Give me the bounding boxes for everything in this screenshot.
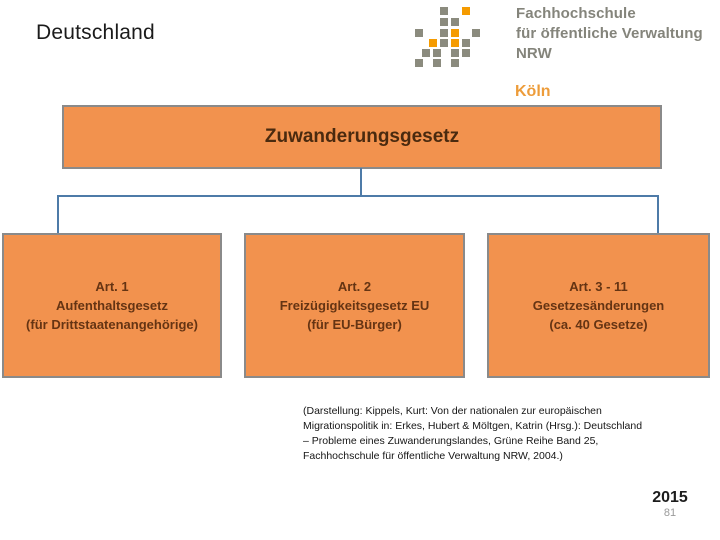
child-box-line: Gesetzesänderungen [532, 298, 665, 313]
connector-right-drop [657, 195, 659, 233]
logo-square [462, 39, 470, 47]
logo-institution-line: für öffentliche Verwaltung [516, 25, 703, 42]
logo-square [422, 49, 430, 57]
child-box-line: (für EU-Bürger) [307, 317, 402, 332]
logo-square [440, 29, 448, 37]
connector-left-drop [57, 195, 59, 233]
logo-square [451, 39, 459, 47]
logo-institution-name: Fachhochschule für öffentliche Verwaltun… [516, 4, 703, 64]
diagram-root-box: Zuwanderungsgesetz [62, 105, 662, 169]
logo-square [451, 49, 459, 57]
logo-square [429, 39, 437, 47]
citation-text: (Darstellung: Kippels, Kurt: Von der nat… [303, 404, 683, 464]
child-box-line: Art. 2 [337, 279, 372, 294]
citation-line: – Probleme eines Zuwanderungslandes, Grü… [303, 435, 599, 447]
child-box-line: Art. 1 [95, 279, 129, 294]
child-box-line: (für Drittstaatenangehörige) [26, 317, 198, 332]
connector-root-stub [360, 168, 362, 197]
logo-square [451, 29, 459, 37]
logo-square [415, 29, 423, 37]
logo-institution-line: NRW [516, 45, 552, 62]
footer-page-number: 81 [663, 507, 677, 519]
logo-square [462, 7, 470, 15]
logo-square [415, 59, 423, 67]
logo-square [440, 18, 448, 26]
diagram-child-box-art2: Art. 2 Freizügigkeitsgesetz EU (für EU-B… [244, 233, 465, 378]
logo-square [451, 18, 459, 26]
logo-square [472, 29, 480, 37]
page-title: Deutschland [36, 21, 155, 44]
child-box-line: Art. 3 - 11 [569, 279, 628, 294]
logo-square [433, 49, 441, 57]
diagram-child-box-art3-11: Art. 3 - 11 Gesetzesänderungen (ca. 40 G… [487, 233, 710, 378]
footer-year: 2015 [652, 489, 688, 506]
child-box-line: Aufenthaltsgesetz [56, 298, 168, 313]
child-box-line: (ca. 40 Gesetze) [549, 317, 648, 332]
citation-line: Migrationspolitik in: Erkes, Hubert & Mö… [303, 420, 643, 432]
logo-square [440, 7, 448, 15]
citation-line: Fachhochschule für öffentliche Verwaltun… [303, 450, 563, 462]
logo-square [462, 49, 470, 57]
diagram-child-box-art1: Art. 1 Aufenthaltsgesetz (für Drittstaat… [2, 233, 222, 378]
logo-square [451, 59, 459, 67]
connector-horizontal-line [57, 195, 659, 197]
child-box-line: Freizügigkeitsgesetz EU [279, 298, 430, 313]
logo-square [440, 39, 448, 47]
logo-city-label: Köln [515, 83, 551, 100]
citation-line: (Darstellung: Kippels, Kurt: Von der nat… [303, 405, 602, 417]
logo-institution-line: Fachhochschule [516, 5, 636, 22]
logo-square [433, 59, 441, 67]
diagram-root-label: Zuwanderungsgesetz [264, 126, 460, 147]
